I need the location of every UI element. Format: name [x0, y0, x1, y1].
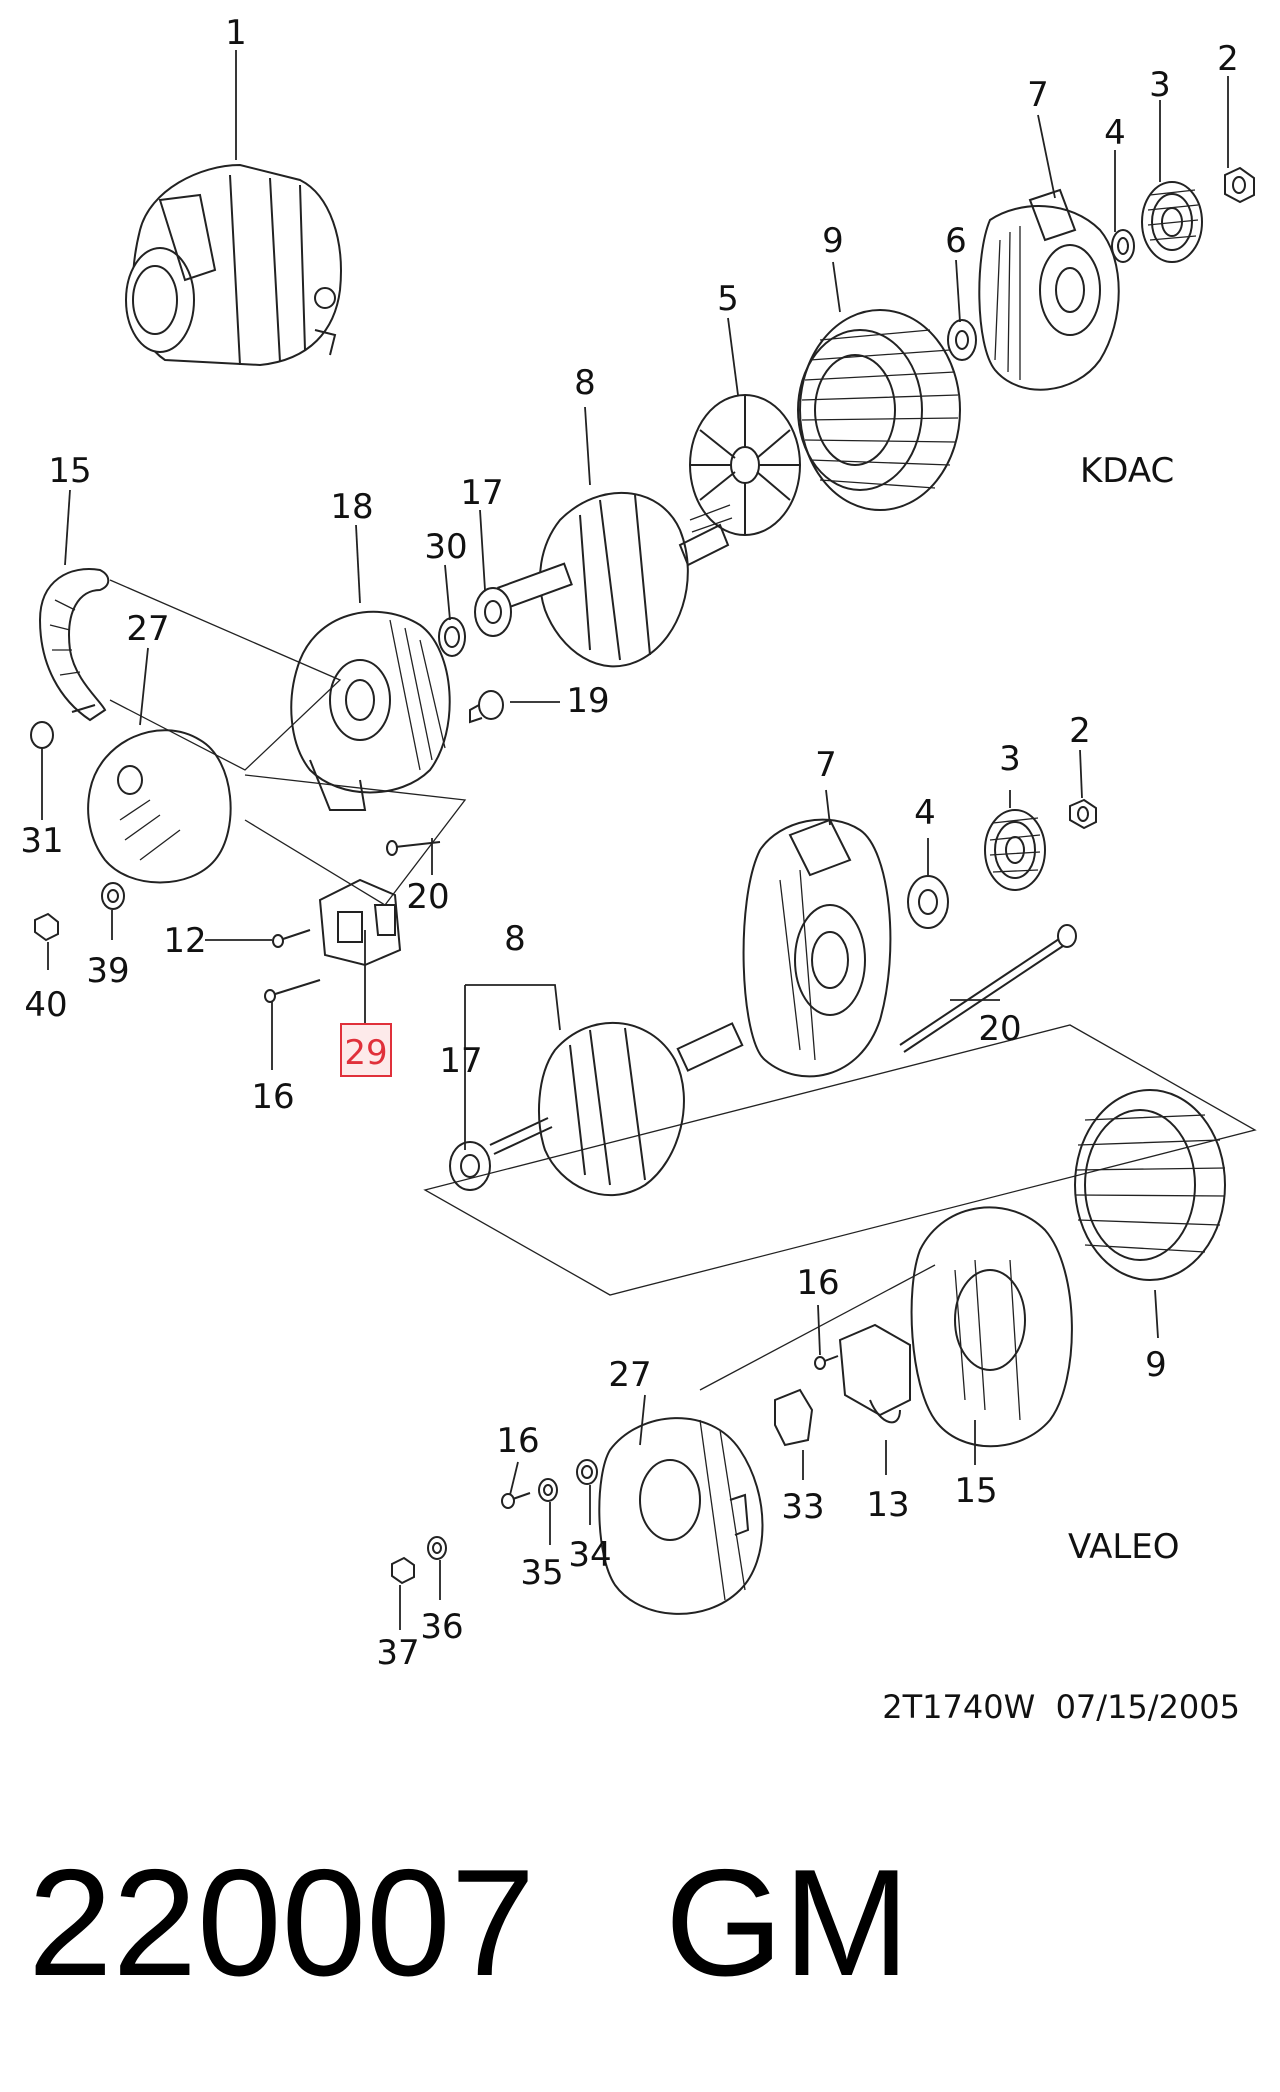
callout-2b: 2: [1069, 711, 1091, 751]
kdac-front-housing: [978, 188, 1120, 391]
callout-39: 39: [86, 951, 129, 991]
callout-20b: 20: [978, 1009, 1021, 1049]
callout-37: 37: [376, 1633, 419, 1673]
kdac-pulley-3: [1141, 181, 1203, 263]
kdac-spacer-6: [947, 319, 977, 361]
callout-4b: 4: [914, 793, 936, 833]
callout-3: 3: [1149, 65, 1171, 105]
callout-1: 1: [225, 13, 247, 53]
kdac-plug-31: [30, 721, 54, 749]
callout-17: 17: [460, 473, 503, 513]
callout-7: 7: [1027, 75, 1049, 115]
callout-15b: 15: [954, 1471, 997, 1511]
callout-5: 5: [717, 279, 739, 319]
callout-35: 35: [520, 1553, 563, 1593]
kdac-rear-housing-18: [290, 610, 451, 811]
valeo-stator-9: [1074, 1089, 1226, 1281]
brand-label-valeo: VALEO: [1068, 1527, 1180, 1567]
callout-18: 18: [330, 487, 373, 527]
kdac-group-outline-upper: [109, 579, 342, 771]
valeo-cap-33: [774, 1388, 814, 1447]
part-number: 220007: [28, 1838, 535, 2008]
callout-31: 31: [20, 821, 63, 861]
kdac-nut-40: [34, 912, 59, 942]
valeo-bearing-4: [907, 875, 949, 929]
highlight-box-29: [340, 1023, 392, 1077]
callout-9b: 9: [1145, 1345, 1167, 1385]
kdac-fan-5: [689, 394, 801, 536]
kdac-rear-cover-27: [87, 729, 232, 884]
callout-34: 34: [568, 1535, 611, 1575]
kdac-seal-30: [438, 617, 466, 657]
valeo-regulator-13: [838, 1323, 911, 1424]
alternator-assembly-drawing: [125, 163, 342, 367]
callout-16: 16: [251, 1077, 294, 1117]
kdac-group-outline-lower: [244, 774, 467, 906]
kdac-stator-9: [797, 309, 961, 511]
kdac-washer-39: [101, 882, 125, 910]
kdac-screws-12-16: [264, 929, 321, 1003]
valeo-throughbolt-20: [899, 924, 1077, 1053]
callout-40: 40: [24, 985, 67, 1025]
callout-13: 13: [866, 1485, 909, 1525]
valeo-rotor-8: [489, 1021, 744, 1196]
valeo-rear-cover-27: [598, 1417, 764, 1615]
callout-33: 33: [781, 1487, 824, 1527]
kdac-washer-4: [1111, 229, 1135, 263]
document-id-date: 2T1740W 07/15/2005: [882, 1688, 1240, 1726]
valeo-group-outline-rotor: [423, 1024, 1257, 1296]
leader-lines: [41, 50, 1229, 1630]
brand-label-kdac: KDAC: [1080, 451, 1174, 491]
valeo-rectifier-housing: [910, 1206, 1073, 1448]
callout-4: 4: [1104, 113, 1126, 153]
valeo-front-housing-7: [742, 818, 892, 1078]
callout-3b: 3: [999, 739, 1021, 779]
kdac-bushing-19: [469, 690, 504, 724]
callout-36: 36: [420, 1607, 463, 1647]
manufacturer: GM: [665, 1838, 910, 2008]
valeo-hardware: [391, 1355, 839, 1585]
callout-12: 12: [163, 921, 206, 961]
callout-8b: 8: [504, 919, 526, 959]
kdac-rotor-8: [497, 491, 733, 668]
kdac-nut-2: [1224, 166, 1255, 204]
kdac-bearing-17: [474, 587, 512, 637]
callout-19: 19: [566, 681, 609, 721]
callout-27: 27: [126, 609, 169, 649]
kdac-regulator-29: [318, 878, 402, 967]
kdac-regulator-15: [38, 568, 110, 722]
callout-16b: 16: [796, 1263, 839, 1303]
callout-17b: 17: [439, 1041, 482, 1081]
callout-7b: 7: [815, 745, 837, 785]
callout-16c: 16: [496, 1421, 539, 1461]
callout-20: 20: [406, 877, 449, 917]
callout-6: 6: [945, 221, 967, 261]
valeo-nut-2: [1069, 798, 1097, 830]
callout-8: 8: [574, 363, 596, 403]
callout-9: 9: [822, 221, 844, 261]
callout-15: 15: [48, 451, 91, 491]
valeo-pulley-3: [984, 809, 1046, 891]
callout-30: 30: [424, 527, 467, 567]
callout-2: 2: [1217, 39, 1239, 79]
valeo-group-line: [699, 1264, 936, 1391]
callout-27b: 27: [608, 1355, 651, 1395]
callout-29: 29: [344, 1033, 387, 1073]
valeo-bearing-17: [449, 1141, 491, 1191]
